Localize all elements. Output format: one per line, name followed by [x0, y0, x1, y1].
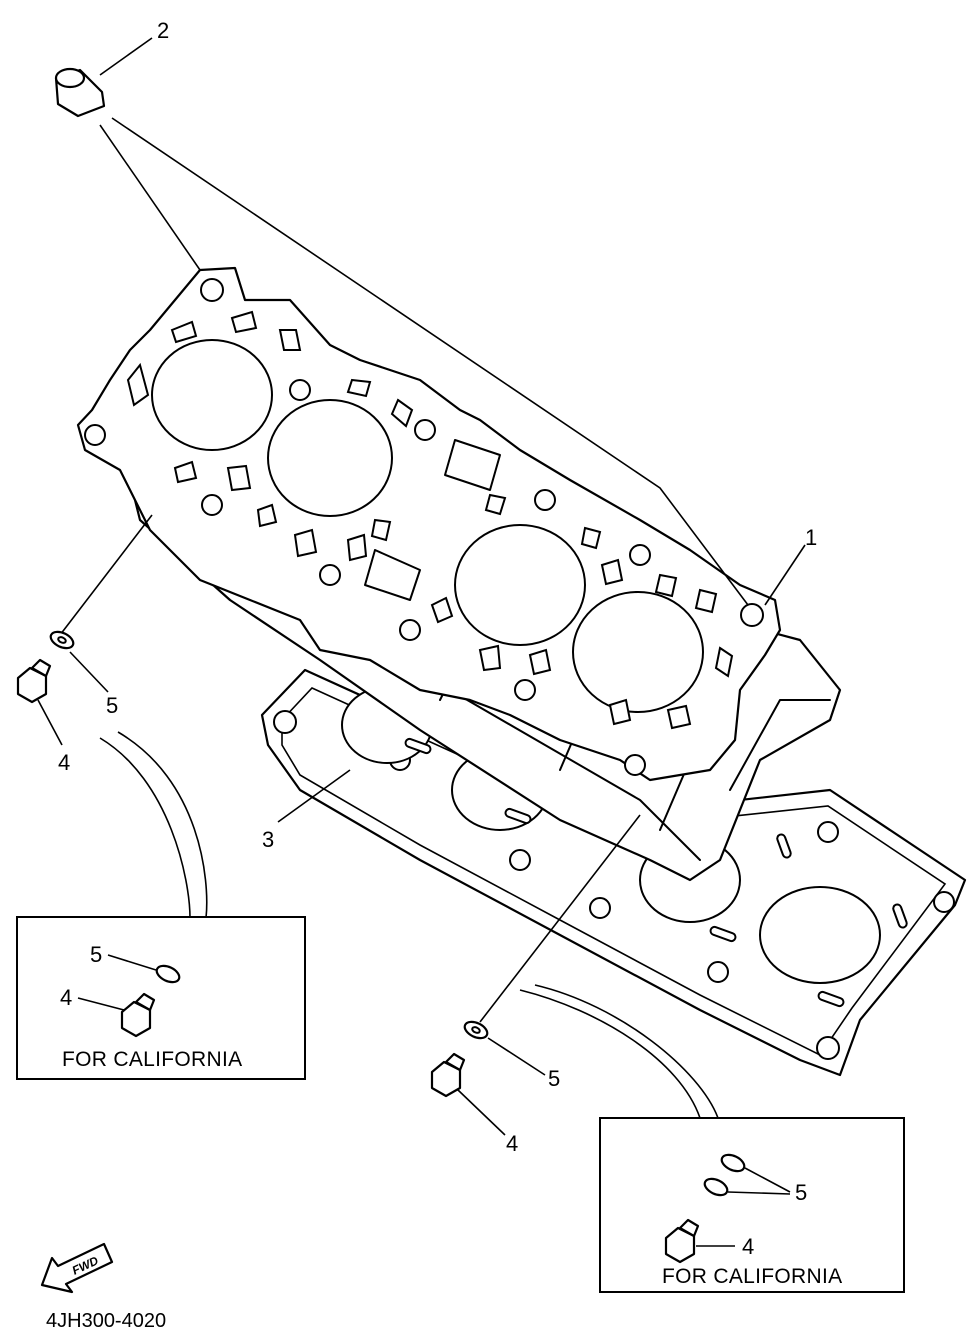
inset-left-bolt-callout: 4	[60, 985, 72, 1010]
inset-right-washer-callout: 5	[795, 1180, 807, 1205]
callout-bolt-left: 4	[58, 750, 70, 775]
callout-gasket: 3	[262, 827, 274, 852]
callout-washer-right: 5	[548, 1066, 560, 1091]
bolt-left	[16, 658, 52, 704]
inset-left-label: FOR CALIFORNIA	[62, 1048, 242, 1071]
callout-cylinder: 1	[805, 525, 817, 550]
callout-washer-left: 5	[106, 693, 118, 718]
inset-right-bolt-callout: 4	[742, 1234, 754, 1259]
callout-dowel-pin: 2	[157, 18, 169, 43]
washer-right	[463, 1020, 489, 1040]
fwd-arrow-icon: FWD	[40, 1242, 114, 1294]
callout-bolt-right: 4	[506, 1131, 518, 1156]
dowel-pin	[54, 67, 106, 118]
washer-left	[49, 630, 75, 650]
inset-right-label: FOR CALIFORNIA	[662, 1265, 842, 1288]
cylinder-gasket	[260, 668, 967, 1077]
inset-for-california-right: 5 4 FOR CALIFORNIA	[599, 1117, 905, 1293]
cylinder-block	[76, 266, 842, 882]
inset-left-washer-callout: 5	[90, 942, 102, 967]
bolt-right	[430, 1052, 466, 1098]
drawing-code: 4JH300-4020	[46, 1310, 166, 1330]
leader-lines	[59, 117, 749, 1119]
inset-for-california-left: 5 4 FOR CALIFORNIA	[16, 916, 306, 1080]
callout-leaders	[37, 37, 806, 1136]
